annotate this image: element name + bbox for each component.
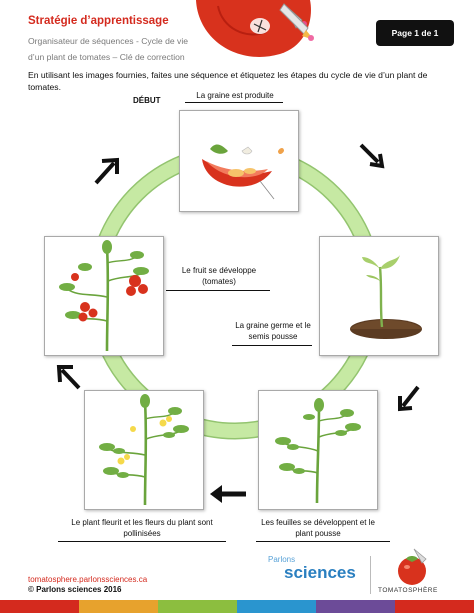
- arrow-down-left-icon: [394, 384, 424, 414]
- stage-label-seed-produced: La graine est produite: [196, 91, 274, 100]
- stage-label-line: [256, 541, 390, 543]
- stage-label-flowering: Le plant fleurit et les fleurs du plant …: [71, 518, 213, 538]
- footer-copyright: © Parlons sciences 2016: [28, 585, 122, 594]
- start-label: DÉBUT: [133, 96, 161, 105]
- seedling-icon: [350, 255, 422, 339]
- stage-label-fruit: Le fruit se développe (tomates): [181, 266, 257, 286]
- stage-label-leaves: Les feuilles se développent et le plant …: [261, 518, 375, 538]
- arrow-down-right-icon: [358, 142, 388, 172]
- logo-tomatosphere-text: TOMATOSPHÈRE: [378, 587, 438, 594]
- footer-color-bar: [395, 600, 474, 613]
- stage-card-flowering: [84, 390, 204, 510]
- stage-label-line: [58, 541, 226, 543]
- footer-color-bar: [158, 600, 237, 613]
- subtitle-line-2: d’un plant de tomates – Clé de correctio…: [28, 52, 185, 62]
- arrow-up-left-icon: [54, 362, 84, 392]
- header-rocket-icon: [278, 0, 318, 45]
- stage-card-seed-produced: [179, 110, 299, 212]
- arrow-left-icon: [208, 481, 248, 507]
- footer-color-bar: [237, 600, 316, 613]
- footer-color-bar: [0, 600, 79, 613]
- tomato-seed-icon: [202, 144, 284, 200]
- footer-color-bar: [316, 600, 395, 613]
- logo-parlons-text: Parlons: [268, 555, 296, 564]
- logo-divider: [370, 556, 371, 594]
- leafy-plant-icon: [275, 398, 361, 504]
- tomatosphere-logo-icon: [392, 545, 432, 587]
- footer-color-bar: [79, 600, 158, 613]
- subtitle-line-1: Organisateur de séquences - Cycle de vie: [28, 36, 189, 46]
- stage-label-line: [166, 290, 270, 292]
- page-title: Stratégie d’apprentissage: [28, 15, 169, 27]
- stage-card-fruit: [44, 236, 164, 356]
- instructions-text: En utilisant les images fournies, faites…: [28, 70, 428, 92]
- stage-label-germination: La graine germe et le semis pousse: [235, 321, 311, 341]
- flowering-plant-icon: [99, 394, 189, 506]
- arrow-up-right-icon: [92, 156, 122, 186]
- footer-url-link[interactable]: tomatosphere.parlonssciences.ca: [28, 575, 148, 584]
- stage-card-seedling: [319, 236, 439, 356]
- fruiting-plant-icon: [59, 240, 149, 352]
- page-number-badge: Page 1 de 1: [376, 20, 454, 46]
- stage-label-line: [232, 345, 312, 347]
- stage-card-leaves: [258, 390, 378, 510]
- parlons-sciences-logo: Parlons sciences: [268, 555, 364, 589]
- stage-label-line: [185, 102, 283, 104]
- logo-sciences-text: sciences: [284, 563, 356, 582]
